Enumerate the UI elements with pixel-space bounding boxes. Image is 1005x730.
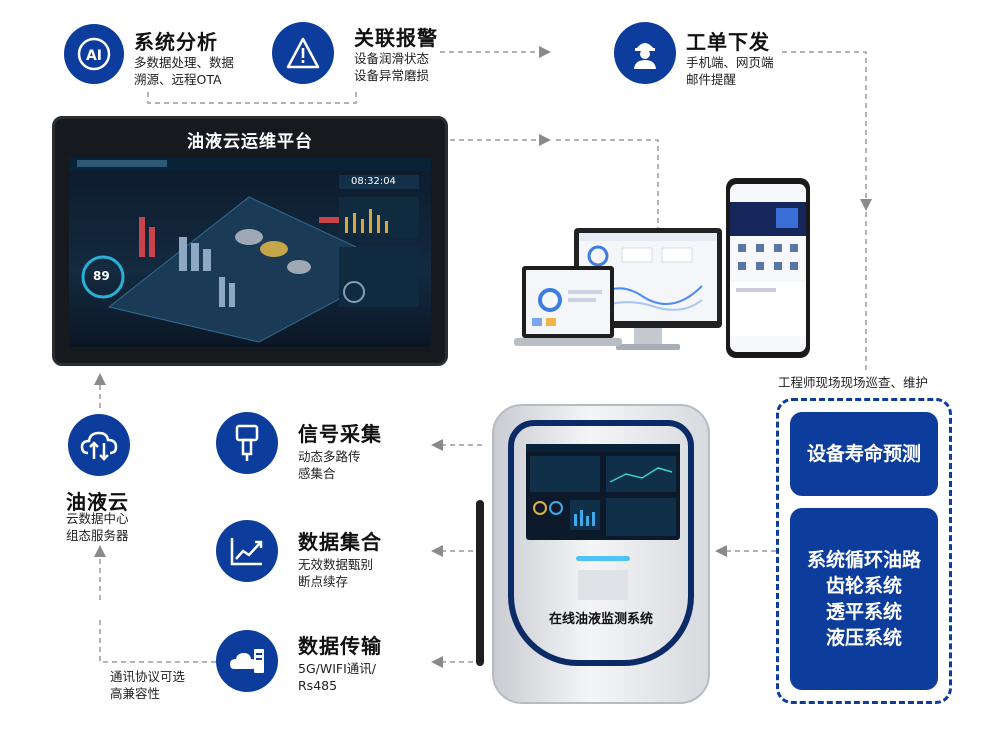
- life-predict-box: 设备寿命预测: [790, 412, 938, 496]
- engineer-note: 工程师现场现场巡查、维护: [778, 375, 929, 390]
- engineer-icon: [614, 22, 676, 84]
- oil-monitor-device: 在线油液监测系统: [492, 404, 710, 704]
- arrow-order-down: [782, 51, 872, 211]
- device-label: 在线油液监测系统: [548, 612, 653, 627]
- work-order-desc-2: 邮件提醒: [686, 72, 737, 87]
- system-analysis-desc-2: 溯源、远程OTA: [134, 72, 222, 87]
- data-collect-desc-1: 无效数据甄别: [298, 557, 374, 572]
- line-to-devices: [556, 139, 659, 232]
- data-transfer-desc-1: 5G/WIFI通讯/: [298, 661, 376, 676]
- cloud-title: 油液云: [66, 490, 129, 514]
- system-item-2: 齿轮系统: [825, 575, 902, 597]
- system-analysis-desc-1: 多数据处理、数据: [134, 55, 235, 70]
- mobile-phone: [726, 178, 810, 358]
- data-collect-title: 数据集合: [298, 530, 382, 554]
- platform-monitor: 油液云运维平台: [52, 116, 448, 366]
- antenna: [476, 500, 484, 666]
- monitor-time: 08:32:04: [351, 176, 396, 187]
- device-screen: [526, 444, 680, 540]
- protocol-desc-1: 通讯协议可选: [110, 669, 186, 684]
- life-predict-label: 设备寿命预测: [806, 443, 921, 465]
- line-transfer-left: [99, 620, 216, 663]
- signal-title: 信号采集: [298, 422, 382, 446]
- bracket-line: [147, 92, 357, 104]
- system-analysis-title: 系统分析: [134, 30, 218, 54]
- platform-screen: 08:32:04 89: [69, 157, 431, 347]
- system-item-4: 液压系统: [825, 627, 902, 649]
- cloud-server-icon: [216, 630, 278, 692]
- system-item-1: 系统循环油路: [806, 549, 921, 571]
- prediction-panel: [776, 398, 952, 704]
- ai-head-icon: AI: [64, 24, 124, 84]
- warning-icon: [272, 22, 334, 84]
- protocol-desc-2: 高兼容性: [110, 686, 161, 701]
- monitor-value: 89: [93, 269, 110, 283]
- svg-text:AI: AI: [86, 48, 102, 64]
- cloud-desc-2: 组态服务器: [66, 528, 129, 543]
- device-bezel: [508, 420, 694, 666]
- cloud-upload-icon: [68, 414, 130, 476]
- device-led: [576, 556, 630, 561]
- signal-desc-1: 动态多路传: [298, 449, 361, 464]
- chart-icon: [216, 520, 278, 582]
- alarm-title: 关联报警: [354, 26, 438, 50]
- laptop: [514, 264, 622, 354]
- alarm-desc-1: 设备润滑状态: [354, 51, 430, 66]
- system-item-3: 透平系统: [825, 601, 902, 623]
- work-order-title: 工单下发: [686, 30, 770, 54]
- sensor-icon: [216, 412, 278, 474]
- work-order-desc-1: 手机端、网页端: [686, 55, 774, 70]
- data-collect-desc-2: 断点续存: [298, 574, 349, 589]
- cloud-desc-1: 云数据中心: [66, 511, 129, 526]
- systems-box: 系统循环油路 齿轮系统 透平系统 液压系统: [790, 508, 938, 690]
- platform-title: 油液云运维平台: [187, 132, 313, 152]
- signal-desc-2: 感集合: [298, 466, 336, 481]
- data-transfer-desc-2: Rs485: [298, 678, 338, 693]
- alarm-desc-2: 设备异常磨损: [354, 68, 430, 83]
- data-transfer-title: 数据传输: [298, 634, 382, 658]
- device-plate: [578, 570, 628, 600]
